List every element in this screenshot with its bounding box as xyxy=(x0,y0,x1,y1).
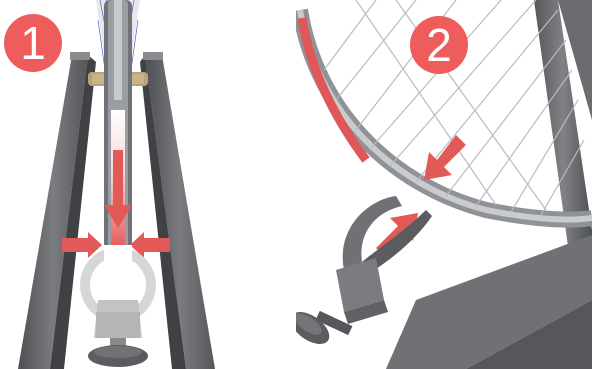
step-2-badge: 2 xyxy=(410,16,468,74)
wheel-clip xyxy=(80,245,156,367)
arrow-down-left-icon xyxy=(424,135,466,180)
step-1-panel: 1 xyxy=(0,0,294,369)
step-1-badge: 1 xyxy=(4,14,62,72)
step-2-panel: 2 xyxy=(296,0,592,369)
step-2-number: 2 xyxy=(426,22,452,68)
step-1-number: 1 xyxy=(20,20,46,66)
